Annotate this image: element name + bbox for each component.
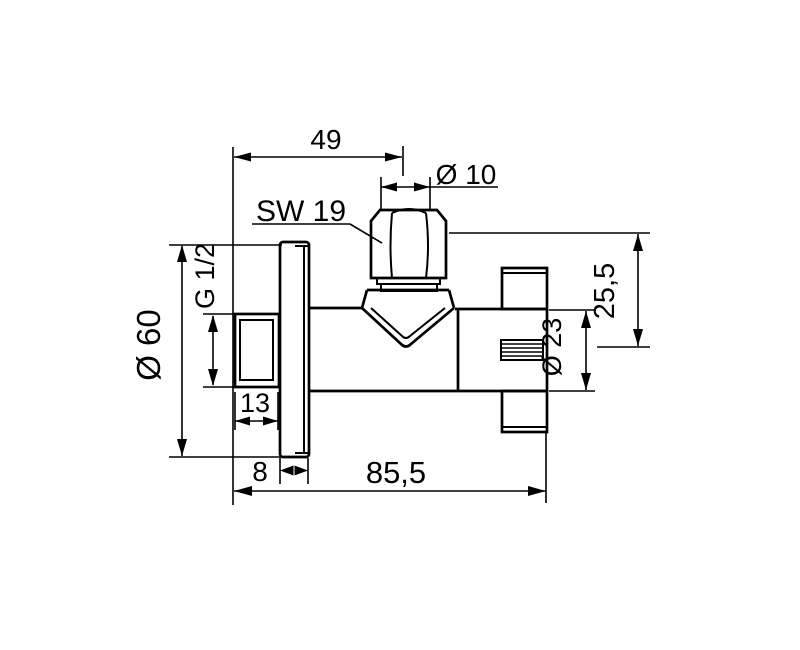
- dimension-diameter-23: Ø 23: [537, 309, 595, 392]
- nut-outline: [369, 208, 448, 280]
- wall-rosette: [278, 240, 311, 459]
- nut-crown-arc: [391, 208, 427, 214]
- valve-cone: [360, 288, 456, 348]
- arrow-right-icon: [528, 486, 546, 496]
- arrow-up-icon: [633, 234, 643, 251]
- arrow-down-icon: [177, 439, 187, 456]
- arrow-right-icon: [385, 152, 402, 162]
- dimension-85-5: 85,5: [234, 433, 547, 503]
- arrow-down-icon: [633, 329, 643, 346]
- valve-outline: [233, 208, 549, 459]
- arrow-left-icon: [234, 486, 252, 496]
- inlet-thread-nipple: [233, 312, 281, 389]
- dim-label-thread-length: 13: [240, 388, 270, 418]
- arrow-left-icon: [280, 465, 294, 476]
- dim-label-wrench-size: SW 19: [256, 195, 346, 228]
- thread-outer: [233, 312, 281, 389]
- dimension-13: 13: [234, 388, 279, 430]
- knurl-band: [500, 339, 544, 361]
- arrow-up-icon: [177, 245, 187, 262]
- arrow-down-icon: [581, 373, 591, 390]
- arrow-left-icon: [235, 416, 250, 426]
- knurled-ring: [500, 339, 544, 361]
- cone-outer-v: [361, 306, 455, 348]
- nut-washer-lower: [380, 283, 438, 292]
- arrow-right-icon: [294, 465, 308, 476]
- nut-facet-right: [425, 212, 429, 279]
- dim-label-outlet-diameter: Ø 23: [537, 318, 567, 377]
- arrow-left-icon: [234, 152, 251, 162]
- label-wrench-size: SW 19: [252, 195, 383, 244]
- dim-label-pipe-diameter: Ø 10: [436, 159, 497, 190]
- dimension-diameter-10: Ø 10: [380, 159, 498, 209]
- nut-facet-left: [389, 212, 393, 279]
- arrow-right-icon: [414, 182, 430, 192]
- cone-side-right: [447, 289, 456, 309]
- compression-nut: [369, 208, 448, 292]
- dimension-49: 49: [234, 124, 404, 176]
- arrow-up-icon: [581, 311, 591, 328]
- cone-side-left: [360, 289, 369, 309]
- outlet-connection: [500, 266, 549, 434]
- dimension-diameter-60: Ø 60: [130, 244, 282, 458]
- outlet-flange-bottom: [500, 389, 549, 434]
- dim-label-thread-size: G 1/2: [190, 243, 220, 309]
- arrow-up-icon: [208, 315, 218, 332]
- dim-label-rosette-diameter: Ø 60: [130, 309, 167, 381]
- arrow-down-icon: [208, 369, 218, 386]
- dimensions: 49 Ø 10 SW 19: [130, 124, 650, 505]
- arrow-right-icon: [263, 416, 278, 426]
- dim-label-rosette-depth: 8: [252, 456, 268, 487]
- dimension-thread-g12: G 1/2: [190, 243, 236, 388]
- outlet-flange-top: [500, 266, 549, 311]
- thread-inner: [239, 319, 274, 381]
- dimension-8: 8: [252, 456, 309, 487]
- dim-label-wall-to-axis: 49: [310, 124, 341, 155]
- leader-line: [349, 223, 383, 244]
- dim-label-total-depth: 85,5: [366, 455, 426, 490]
- cone-inner-v: [370, 307, 446, 339]
- arrow-left-icon: [381, 182, 397, 192]
